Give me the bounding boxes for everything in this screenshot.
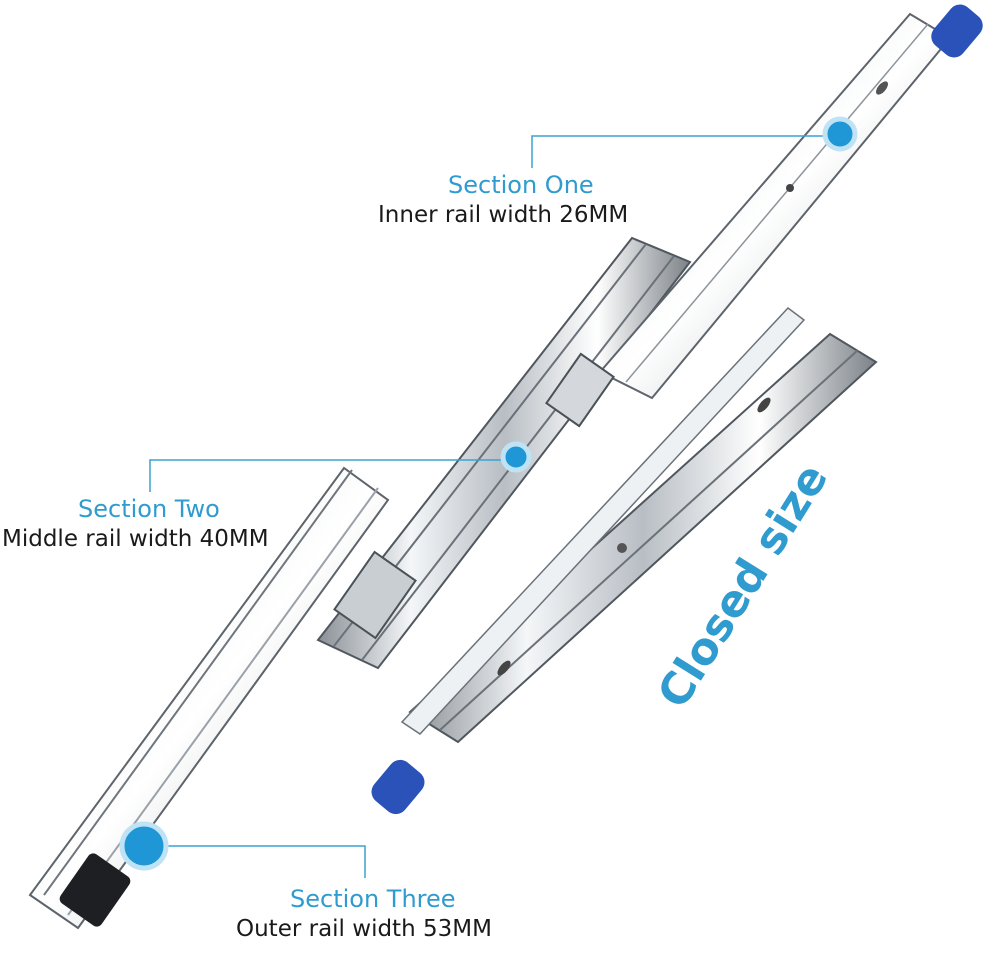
callout-section-three: Section Three Outer rail width 53MM (236, 884, 492, 944)
outer-rail (28, 466, 390, 930)
section-one-title: Section One (448, 171, 594, 199)
section-two-title: Section Two (78, 495, 220, 523)
section-three-desc: Outer rail width 53MM (236, 916, 492, 942)
callout-section-one-marker (531, 116, 858, 168)
rail-handle-bottom (371, 759, 425, 815)
rail-end-cap (59, 853, 131, 927)
callout-section-one: Section One Inner rail width 26MM (378, 170, 628, 230)
section-one-desc: Inner rail width 26MM (378, 202, 629, 228)
closed-rail (371, 306, 878, 815)
callout-section-two-marker (149, 441, 532, 492)
callout-section-two: Section Two Middle rail width 40MM (2, 494, 269, 554)
section-two-desc: Middle rail width 40MM (2, 526, 269, 552)
rail-handle-top (931, 4, 983, 58)
section-three-title: Section Three (290, 885, 456, 913)
callout-section-three-marker (119, 821, 366, 878)
